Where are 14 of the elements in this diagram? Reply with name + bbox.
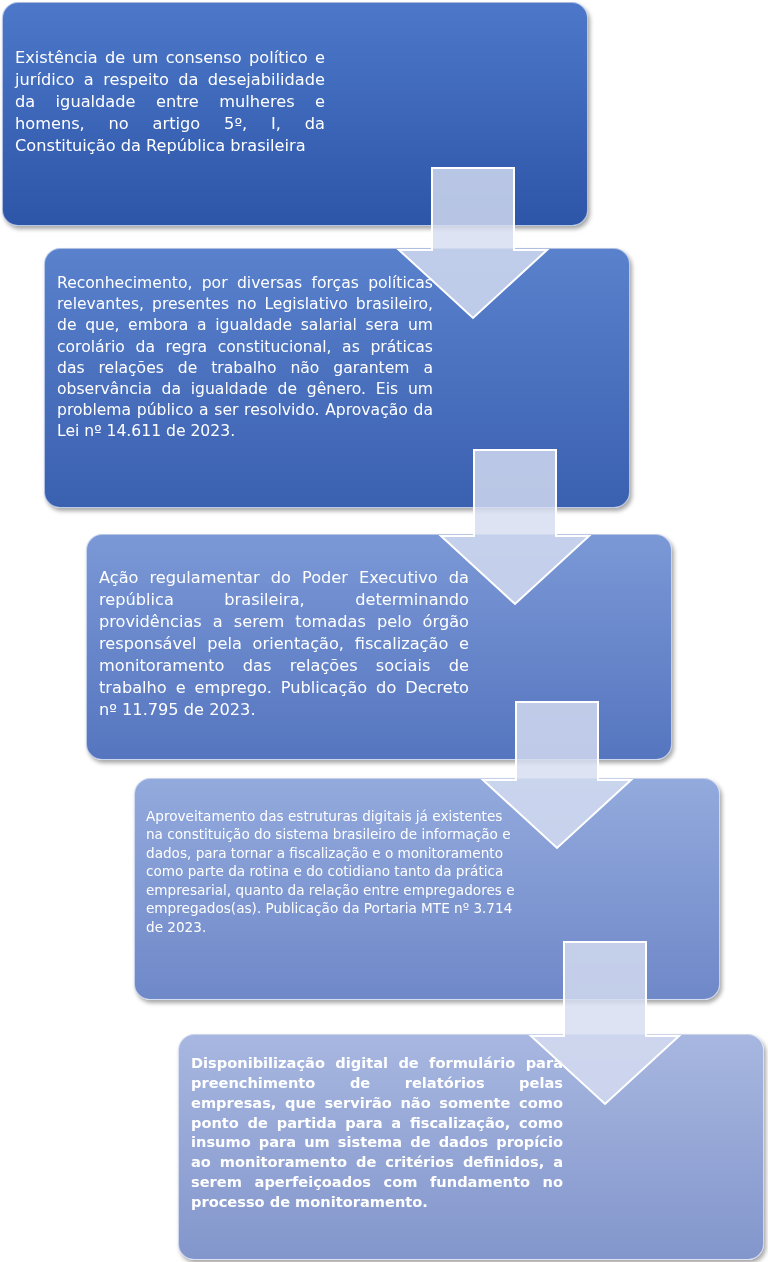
block-arrow [438,449,592,606]
process-box [178,1034,764,1260]
step-text: Existência de um consenso político e jurídico a respeito da desejabilidade da igualdade entre mulheres e homens, no artigo 5º, I, da Constituição da República brasileira [15,47,325,158]
process-box [44,248,630,508]
step-text: Aproveitamento das estruturas digitais já existentes na constituição do sistema brasileiro de informação e dados, para tornar a fiscalização e o monitoramento como parte da rotina e do cotidiano tanto da prática empresarial, quanto da relação entre empregadores e empregados(as). Publicação da Portaria MTE nº 3.714 de 2023. [146,807,516,937]
process-box [86,534,672,760]
step-text: Reconhecimento, por diversas forças políticas relevantes, presentes no Legislativo brasileiro, de que, embora a igualdade salarial sera um corolário da regra constitucional, as práticas das relações de trabalho não garantem a observância da igualdade de gênero. Eis um problema público a ser resolvido. Aprovação da Lei nº 14.611 de 2023. [57,273,433,443]
process-box [134,778,720,1000]
block-arrow [528,941,682,1106]
process-box [2,2,588,226]
block-arrow [396,167,550,320]
step-text: Ação regulamentar do Poder Executivo da república brasileira, determinando providências a serem tomadas pelo órgão responsável pela orientação, fiscalização e monitoramento das relações sociais de trabalho e emprego. Publicação do Decreto nº 11.795 de 2023. [99,567,469,722]
step-text: Disponibilização digital de formulário para preenchimento de relatórios pelas empresas, que servirão não somente como ponto de partida para a fiscalização, como insumo para um sistema de dados propício ao monitoramento de critérios definidos, a serem aperfeiçoados com fundamento no processo de monitoramento. [191,1053,563,1212]
block-arrow [480,701,634,850]
